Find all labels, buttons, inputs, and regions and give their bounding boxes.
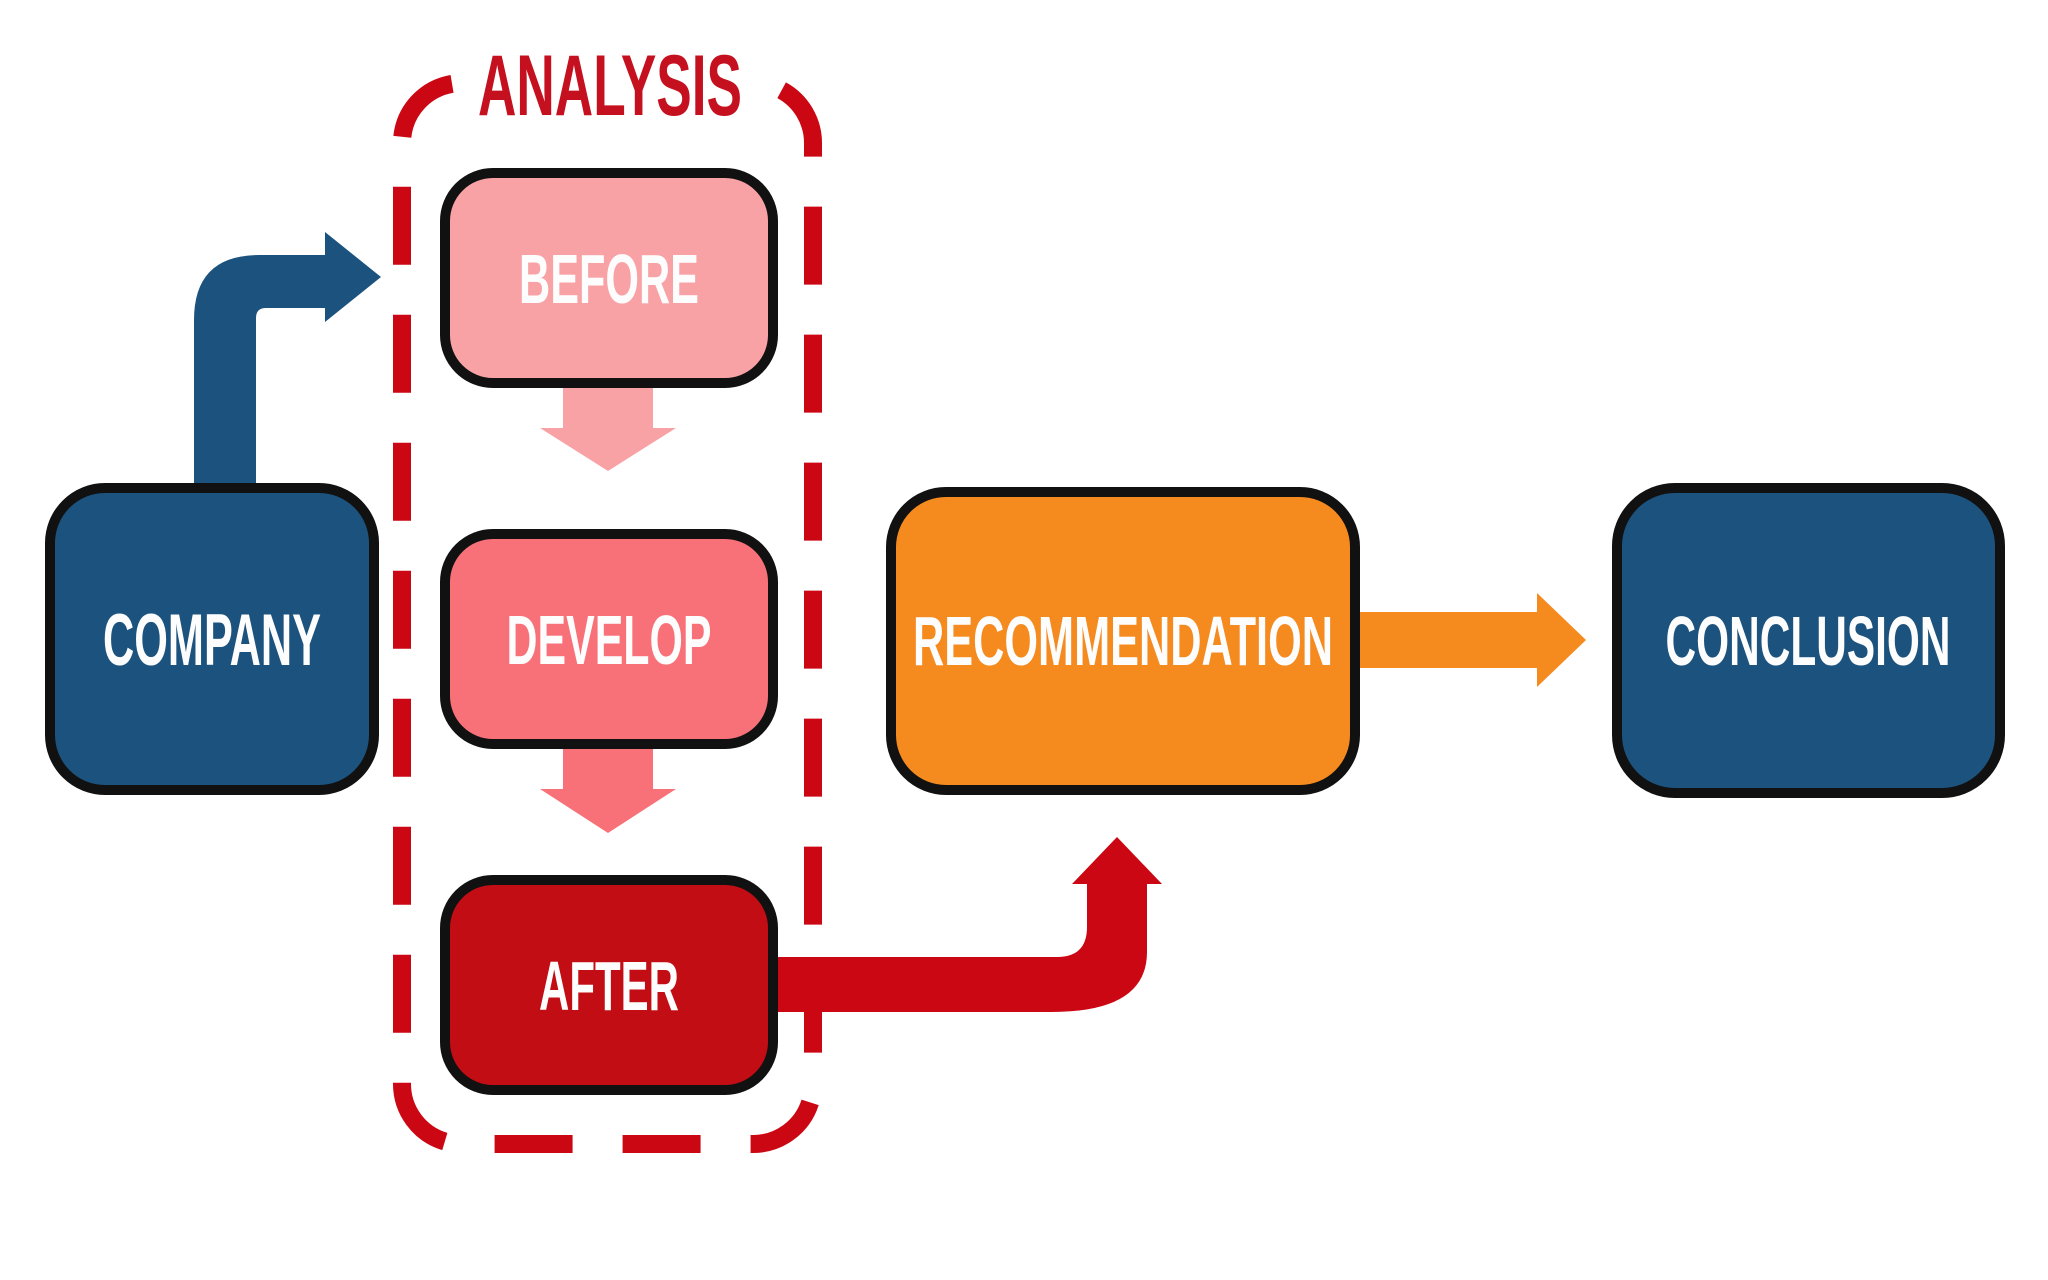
- before-label: BEFORE: [519, 240, 699, 318]
- node-conclusion: CONCLUSION: [1612, 483, 2005, 798]
- analysis-group-label: ANALYSIS: [478, 38, 742, 134]
- arrow-before-to-develop: [540, 382, 676, 471]
- node-after: AFTER: [440, 875, 778, 1095]
- company-label: COMPANY: [103, 600, 321, 681]
- node-recommendation: RECOMMENDATION: [886, 487, 1360, 795]
- analysis-group-dashed-border: [393, 74, 822, 1153]
- arrow-after-to-recommendation: [772, 837, 1162, 1012]
- arrow-recommendation-to-conclusion: [1350, 593, 1586, 687]
- node-company: COMPANY: [45, 483, 379, 795]
- conclusion-box: [1612, 483, 2005, 798]
- recommendation-label: RECOMMENDATION: [913, 602, 1333, 680]
- node-before: BEFORE: [440, 168, 778, 388]
- develop-label: DEVELOP: [507, 601, 712, 679]
- after-box: [440, 875, 778, 1095]
- arrow-company-to-before: [194, 232, 381, 495]
- company-box: [45, 483, 379, 795]
- conclusion-label: CONCLUSION: [1666, 602, 1951, 680]
- before-box: [440, 168, 778, 388]
- recommendation-box: [886, 487, 1360, 795]
- node-develop: DEVELOP: [440, 529, 778, 749]
- arrow-develop-to-after: [540, 743, 676, 833]
- develop-box: [440, 529, 778, 749]
- after-label: AFTER: [539, 947, 679, 1025]
